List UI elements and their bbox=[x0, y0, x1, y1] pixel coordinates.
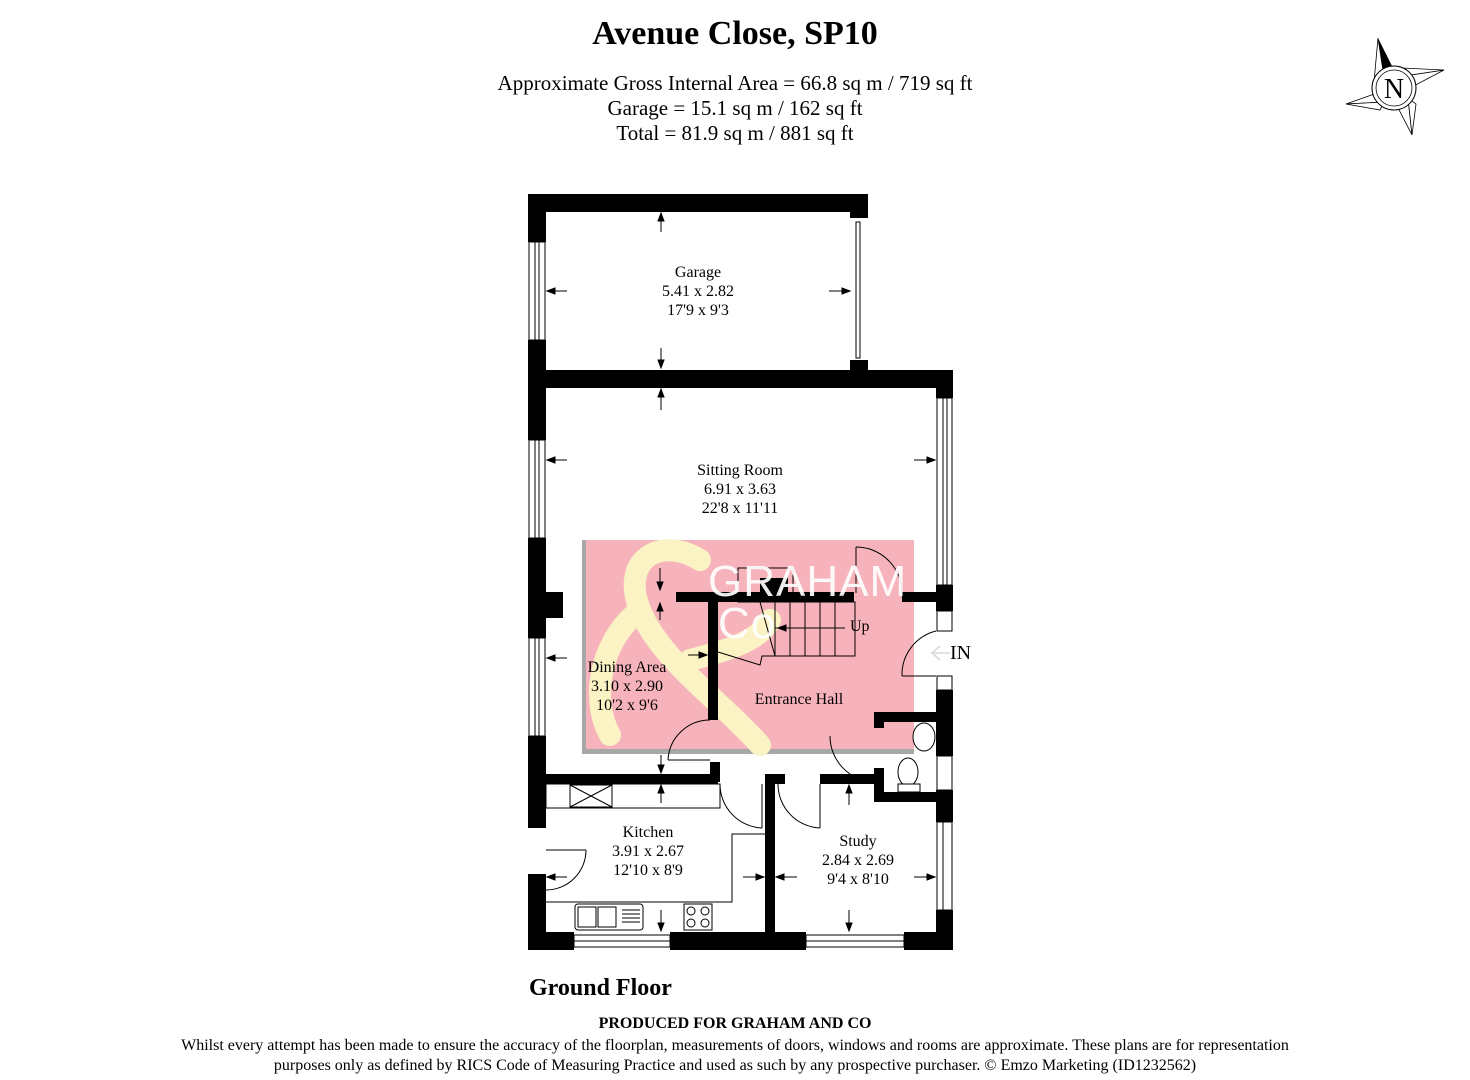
page-title: Avenue Close, SP10 bbox=[592, 15, 878, 52]
stairs-up-label: Up bbox=[850, 618, 870, 635]
produced-for: PRODUCED FOR GRAHAM AND CO bbox=[598, 1015, 872, 1032]
gross-internal-area: Approximate Gross Internal Area = 66.8 s… bbox=[497, 71, 973, 95]
room-label-sitting-room: Sitting Room 6.91 x 3.63 22'8 x 11'11 bbox=[697, 462, 783, 517]
room-label-kitchen: Kitchen 3.91 x 2.67 12'10 x 8'9 bbox=[612, 824, 684, 879]
sitting-room-window-left bbox=[528, 439, 546, 539]
room-label-garage: Garage 5.41 x 2.82 17'9 x 9'3 bbox=[662, 264, 734, 319]
wc-door bbox=[829, 735, 875, 783]
disclaimer: Whilst every attempt has been made to en… bbox=[181, 1037, 1289, 1074]
room-label-dining-area: Dining Area 3.10 x 2.90 10'2 x 9'6 bbox=[587, 659, 667, 714]
garage-door bbox=[855, 221, 861, 359]
hob-icon bbox=[683, 903, 713, 931]
garage-window bbox=[528, 241, 546, 341]
appliance-icon bbox=[569, 784, 613, 808]
total-area: Total = 81.9 sq m / 881 sq ft bbox=[616, 121, 854, 145]
entrance-in-label: IN bbox=[950, 642, 972, 664]
basin-icon bbox=[912, 722, 936, 752]
dining-window bbox=[528, 637, 546, 737]
sink-icon bbox=[574, 903, 644, 931]
area-summary: Approximate Gross Internal Area = 66.8 s… bbox=[0, 71, 1470, 146]
watermark-graham: GRAHAM bbox=[708, 557, 908, 606]
kitchen-units bbox=[545, 783, 765, 931]
main-walls bbox=[528, 370, 953, 950]
floor-label: Ground Floor bbox=[529, 975, 672, 1001]
staircase bbox=[717, 567, 856, 666]
room-label-entrance-hall: Entrance Hall bbox=[754, 691, 844, 708]
study-door bbox=[777, 783, 821, 829]
sitting-room-window-right bbox=[936, 397, 953, 586]
kitchen-door bbox=[719, 783, 763, 829]
toilet-icon bbox=[897, 757, 919, 787]
room-label-study: Study 2.84 x 2.69 9'4 x 8'10 bbox=[822, 833, 894, 888]
compass-letter: N bbox=[1384, 74, 1404, 105]
north-compass-icon: N bbox=[1345, 37, 1445, 136]
wc-fittings bbox=[897, 722, 936, 793]
arrow-left-icon bbox=[930, 645, 950, 661]
dining-door bbox=[667, 719, 711, 761]
sitting-room-door bbox=[855, 546, 903, 594]
watermark-co: Co bbox=[718, 599, 777, 648]
study-window-right bbox=[936, 821, 953, 911]
wc-window bbox=[936, 755, 953, 791]
front-door bbox=[901, 630, 937, 677]
doors bbox=[545, 546, 937, 891]
dimension-arrows bbox=[545, 211, 937, 933]
garage-area: Garage = 15.1 sq m / 162 sq ft bbox=[607, 96, 863, 120]
kitchen-back-door bbox=[545, 849, 587, 891]
